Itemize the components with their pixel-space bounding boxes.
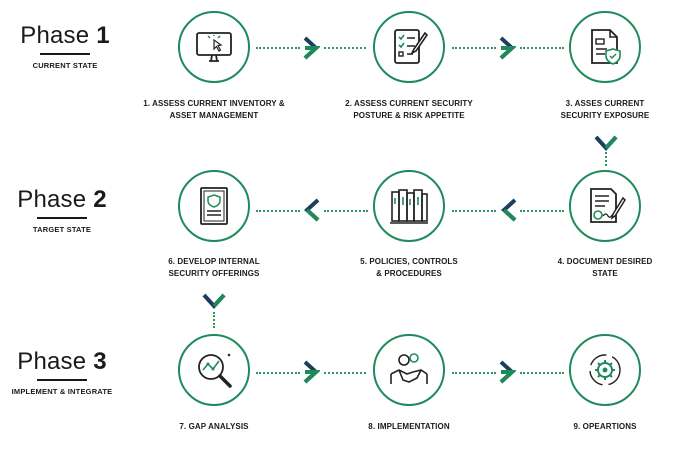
chevron-right-icon [499,36,516,60]
step-3-label: 3. ASSES CURRENT SECURITY EXPOSURE [520,98,674,122]
connector-2-3 [452,47,496,49]
phase-1-subtitle: CURRENT STATE [32,61,98,70]
phase-3-subtitle: IMPLEMENT & INTEGRATE [11,387,113,396]
step-6-label-line1: 6. DEVELOP INTERNAL [168,257,260,266]
phase-2-subtitle: TARGET STATE [32,225,92,234]
step-2-label-line2: POSTURE & RISK APPETITE [353,111,465,120]
phase-1-title: Phase 1 [20,22,110,49]
step-9-label-line1: 9. OPEARTIONS [573,422,637,431]
step-9-label: 9. OPEARTIONS [520,421,674,433]
handshake-gears-icon [390,353,428,384]
step-2-label-line1: 2. ASSESS CURRENT SECURITY [345,99,473,108]
connector-1-2b [324,47,366,49]
step-3-circle [569,11,641,83]
phase-3-rule [37,379,87,381]
checklist-pen-icon [394,29,429,64]
step-1-label-line2: ASSET MANAGEMENT [169,111,259,120]
step-6-circle [178,170,250,242]
framed-document-shield-icon [200,187,228,225]
step-7-label-line1: 7. GAP ANALYSIS [179,422,249,431]
chevron-right-icon [303,36,320,60]
step-1-circle [178,11,250,83]
chevron-down-icon [202,293,226,309]
magnifier-chart-icon [198,353,232,388]
connector-1-2 [256,47,300,49]
phase-3-header: Phase 3 IMPLEMENT & INTEGRATE [0,348,127,396]
step-9-circle [569,334,641,406]
connector-5-6 [324,210,368,212]
document-shield-icon [591,29,621,65]
connector-8-9 [452,372,496,374]
step-3-label-line1: 3. ASSES CURRENT [565,99,645,108]
step-4-circle [569,170,641,242]
gear-cycle-icon [589,354,621,386]
chevron-left-icon [501,198,517,222]
connector-7-8b [324,372,366,374]
connector-8-9b [520,372,564,374]
step-4-label: 4. DOCUMENT DESIRED STATE [520,256,674,280]
step-8-circle [373,334,445,406]
step-6-label: 6. DEVELOP INTERNAL SECURITY OFFERINGS [129,256,299,280]
connector-5-6b [256,210,300,212]
connector-4-5 [520,210,564,212]
step-5-label: 5. POLICIES, CONTROLS & PROCEDURES [324,256,494,280]
chevron-down-icon [594,135,618,151]
step-4-label-line1: 4. DOCUMENT DESIRED [557,257,653,266]
monitor-cursor-icon [196,32,232,62]
phase-1-header: Phase 1 CURRENT STATE [0,22,130,70]
step-4-label-line2: STATE [592,269,618,278]
step-6-label-line2: SECURITY OFFERINGS [168,269,260,278]
document-signature-icon [590,188,626,223]
connector-6-7 [213,312,215,328]
step-2-circle [373,11,445,83]
phase-1-rule [40,53,90,55]
step-5-label-line2: & PROCEDURES [376,269,442,278]
step-7-label: 7. GAP ANALYSIS [129,421,299,433]
step-1-label-line1: 1. ASSESS CURRENT INVENTORY & [143,99,285,108]
step-5-circle [373,170,445,242]
chevron-left-icon [304,198,320,222]
phase-2-rule [37,217,87,219]
step-5-label-line1: 5. POLICIES, CONTROLS [360,257,458,266]
phase-3-title: Phase 3 [17,348,107,375]
phase-2-header: Phase 2 TARGET STATE [0,186,127,234]
binders-icon [390,189,428,224]
step-8-label: 8. IMPLEMENTATION [324,421,494,433]
chevron-right-icon [499,360,516,384]
phase-2-title: Phase 2 [17,186,107,213]
step-1-label: 1. ASSESS CURRENT INVENTORY & ASSET MANA… [129,98,299,122]
step-3-label-line2: SECURITY EXPOSURE [560,111,650,120]
step-7-circle [178,334,250,406]
connector-4-5b [452,210,496,212]
step-2-label: 2. ASSESS CURRENT SECURITY POSTURE & RIS… [324,98,494,122]
connector-7-8 [256,372,300,374]
step-8-label-line1: 8. IMPLEMENTATION [368,422,450,431]
chevron-right-icon [303,360,320,384]
connector-2-3b [520,47,564,49]
connector-3-4 [605,152,607,166]
